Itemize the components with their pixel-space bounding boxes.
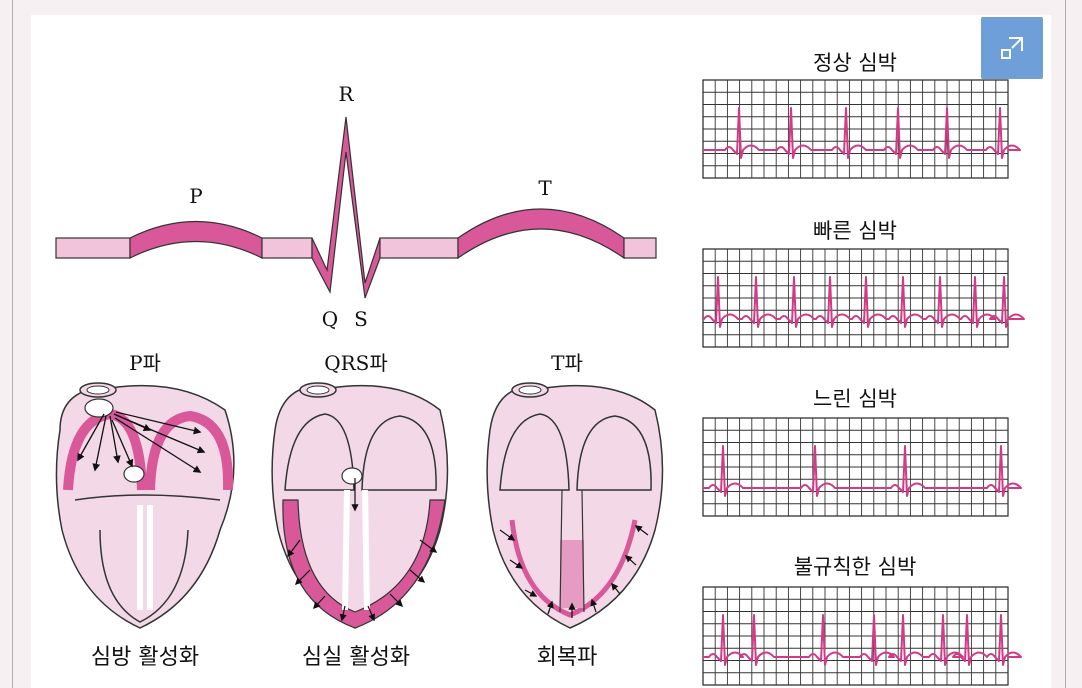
baseline-segment-4 [623, 237, 657, 259]
rhythm-title-irregular: 불규칙한 심박 [794, 555, 917, 579]
heart-caption-atrial: 심방 활성화 [91, 645, 199, 670]
t-wave-band [457, 208, 625, 260]
ecg-trace [703, 276, 1025, 328]
heart-t-wave [486, 382, 664, 629]
baseline-segment-1 [55, 237, 131, 259]
baseline-segment-3 [379, 237, 459, 259]
rhythm-strip-fast [702, 248, 1025, 348]
baseline-segment-2 [261, 237, 313, 259]
ecg-waveform: P R Q S T [55, 82, 657, 331]
heart-title-t: T파 [551, 351, 583, 375]
ecg-trace [703, 445, 1022, 497]
heart-qrs-wave [271, 382, 449, 629]
heart-caption-ventricular: 심실 활성화 [302, 645, 410, 670]
label-s: S [354, 307, 368, 331]
heart-caption-recovery: 회복파 [537, 645, 598, 670]
rhythm-title-normal: 정상 심박 [813, 51, 897, 75]
rhythm-strip-slow [702, 417, 1022, 517]
label-q: Q [322, 307, 338, 331]
heart-title-p: P파 [129, 351, 161, 375]
ecg-trace [703, 107, 1021, 159]
rhythm-title-fast: 빠른 심박 [813, 219, 897, 243]
label-t: T [538, 176, 552, 200]
ecg-trace [703, 614, 1022, 666]
rhythm-title-slow: 느린 심박 [813, 387, 897, 411]
label-p: P [189, 184, 202, 208]
rhythm-strip-irregular [702, 586, 1022, 686]
heart-p-wave [55, 382, 235, 629]
label-r: R [338, 82, 354, 106]
qrs-complex-band [311, 116, 381, 299]
expand-button[interactable] [981, 17, 1043, 79]
rhythm-strip-normal [702, 79, 1021, 179]
expand-icon [1001, 37, 1023, 59]
heart-title-qrs: QRS파 [324, 351, 388, 375]
p-wave-band [129, 220, 263, 259]
